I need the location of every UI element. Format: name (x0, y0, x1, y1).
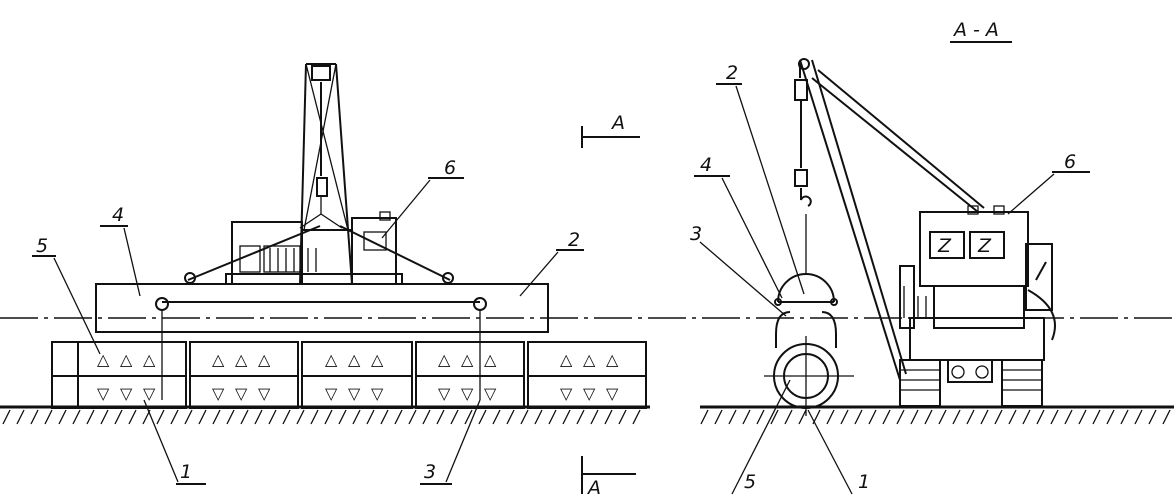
block-mark-up: △ (325, 350, 338, 369)
block-mark-up: △ (120, 350, 133, 369)
block-mark-up: △ (583, 350, 596, 369)
side-callout-3: 3 (690, 223, 702, 245)
section-marker-bottom-label: A (586, 477, 601, 499)
front-callout-3: 3 (424, 461, 436, 483)
front-callout-2: 2 (568, 229, 580, 251)
block-mark-down: ▽ (120, 384, 133, 403)
block-mark-down: ▽ (461, 384, 474, 403)
side-callout-1: 1 (858, 471, 870, 493)
side-callout-5: 5 (744, 471, 756, 493)
section-title: A - A (952, 19, 999, 41)
block-mark-down: ▽ (212, 384, 225, 403)
block-mark-down: ▽ (560, 384, 573, 403)
block-mark-down: ▽ (606, 384, 619, 403)
side-callouts: 2 4 3 6 5 1 (690, 62, 1090, 495)
weight-blocks (51, 341, 647, 409)
block-mark-up: △ (212, 350, 225, 369)
block-mark-up: △ (461, 350, 474, 369)
side-callout-6: 6 (1064, 151, 1076, 173)
side-callout-4: 4 (700, 154, 712, 176)
pipe-side (764, 273, 854, 416)
front-callouts: 5 4 2 6 1 3 (32, 157, 584, 485)
block-mark-up: △ (606, 350, 619, 369)
block-mark-up: △ (97, 350, 110, 369)
front-callout-5: 5 (36, 235, 48, 257)
block-mark-down: ▽ (484, 384, 497, 403)
hook-side (794, 64, 812, 274)
block-mark-down: ▽ (325, 384, 338, 403)
block-mark-up: △ (258, 350, 271, 369)
block-mark-up: △ (235, 350, 248, 369)
cab-window-right-mark: Z (977, 235, 992, 257)
block-mark-up: △ (371, 350, 384, 369)
section-marker-top: A (581, 112, 640, 148)
ground-line-front (0, 405, 650, 425)
ground-line-side (700, 405, 1174, 425)
block-mark-down: ▽ (348, 384, 361, 403)
block-mark-down: ▽ (235, 384, 248, 403)
section-marker-top-label: A (610, 112, 625, 134)
section-title-group: A - A (950, 19, 1012, 43)
front-callout-6: 6 (444, 157, 456, 179)
block-mark-down: ▽ (583, 384, 596, 403)
block-mark-down: ▽ (258, 384, 271, 403)
section-marker-bottom: A (581, 456, 636, 499)
block-mark-up: △ (484, 350, 497, 369)
pipelayer-front (184, 211, 454, 285)
block-mark-up: △ (438, 350, 451, 369)
block-mark-down: ▽ (438, 384, 451, 403)
side-callout-2: 2 (726, 62, 738, 84)
block-mark-up: △ (348, 350, 361, 369)
tractor-side (899, 205, 1056, 407)
boom-front (299, 63, 353, 285)
block-mark-down: ▽ (143, 384, 156, 403)
block-mark-up: △ (560, 350, 573, 369)
front-callout-1: 1 (180, 461, 192, 483)
block-mark-up: △ (143, 350, 156, 369)
block-mark-down: ▽ (371, 384, 384, 403)
block-mark-down: ▽ (97, 384, 110, 403)
block-markings: △ △ △ △ △ △ △ △ △ △ △ △ △ △ △ ▽ ▽ ▽ ▽ ▽ … (97, 350, 619, 403)
boom-side (798, 58, 985, 381)
front-callout-4: 4 (112, 204, 124, 226)
cab-window-left-mark: Z (937, 235, 952, 257)
